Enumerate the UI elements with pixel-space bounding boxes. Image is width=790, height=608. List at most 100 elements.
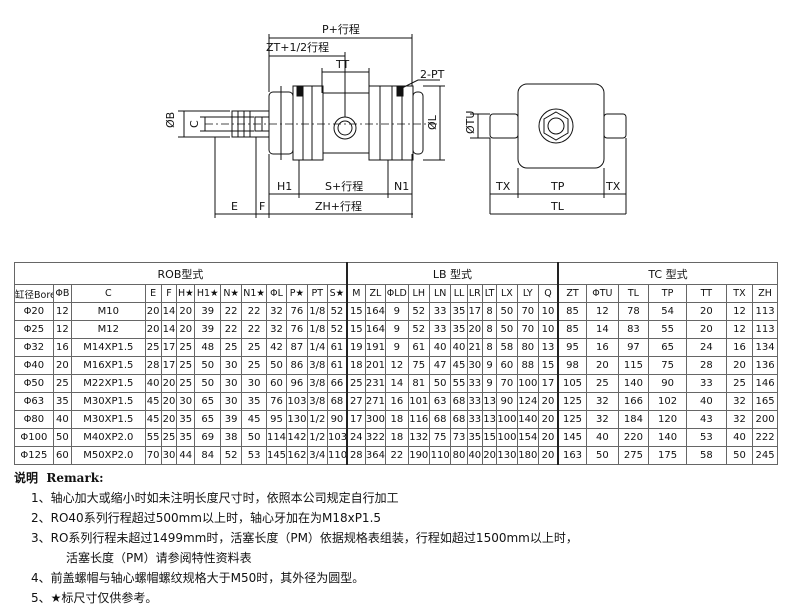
column-header: H1★ xyxy=(194,284,221,303)
table-cell: 16 xyxy=(385,392,409,411)
column-header: H★ xyxy=(176,284,196,303)
table-cell: 120 xyxy=(648,410,687,429)
table-cell: 40 xyxy=(685,392,727,411)
table-cell: 39 xyxy=(219,410,243,429)
table-cell: 20 xyxy=(160,392,178,411)
table-cell: 76 xyxy=(265,392,288,411)
table-cell: Φ25 xyxy=(14,320,54,339)
table-cell: 32 xyxy=(265,320,288,339)
table-cell: 16 xyxy=(725,338,754,357)
table-cell: 32 xyxy=(725,410,754,429)
table-cell: 35 xyxy=(176,428,196,447)
table-cell: 125 xyxy=(557,410,588,429)
table-cell: 50 xyxy=(194,356,221,375)
column-header: LL xyxy=(450,284,468,303)
column-header: N★ xyxy=(219,284,243,303)
table-cell: 30 xyxy=(219,374,243,393)
table-cell: 101 xyxy=(407,392,430,411)
table-cell: 16 xyxy=(52,338,73,357)
table-cell: 40 xyxy=(466,446,483,465)
table-cell: 15 xyxy=(538,356,559,375)
table-cell: 40 xyxy=(586,428,619,447)
table-cell: 52 xyxy=(326,320,348,339)
label-e: E xyxy=(231,200,238,213)
table-cell: 95 xyxy=(265,410,288,429)
table-cell: 20 xyxy=(538,410,559,429)
group-lb: LB 型式 xyxy=(345,262,559,285)
label-2pt: 2-PT xyxy=(420,68,445,81)
column-header: ΦL xyxy=(265,284,288,303)
table-cell: 50 xyxy=(725,446,754,465)
table-cell: 33 xyxy=(685,374,727,393)
table-cell: 20 xyxy=(160,410,178,429)
table-cell: Φ125 xyxy=(14,446,54,465)
table-cell: 35 xyxy=(241,392,267,411)
table-cell: 21 xyxy=(466,338,483,357)
table-cell: 222 xyxy=(752,428,778,447)
table-cell: 43 xyxy=(685,410,727,429)
table-cell: 53 xyxy=(241,446,267,465)
table-cell: 40 xyxy=(725,428,754,447)
table-cell: 25 xyxy=(176,356,196,375)
table-cell: 60 xyxy=(52,446,73,465)
table-cell: M14XP1.5 xyxy=(71,338,146,357)
table-cell: 18 xyxy=(385,428,409,447)
table-cell: 145 xyxy=(265,446,288,465)
table-cell: 39 xyxy=(194,320,221,339)
table-cell: 28 xyxy=(685,356,727,375)
table-cell: 58 xyxy=(685,446,727,465)
table-cell: 191 xyxy=(364,338,387,357)
label-tx-right: TX xyxy=(605,180,621,193)
table-cell: 68 xyxy=(428,410,452,429)
table-cell: 114 xyxy=(265,428,288,447)
table-cell: 20 xyxy=(176,302,196,321)
table-cell: 124 xyxy=(516,392,540,411)
table-group-header: ROB型式 LB 型式 TC 型式 xyxy=(13,262,778,285)
table-cell: M40XP2.0 xyxy=(71,428,146,447)
table-cell: 48 xyxy=(194,338,221,357)
table-cell: 145 xyxy=(557,428,588,447)
table-cell: 24 xyxy=(345,428,366,447)
table-cell: 90 xyxy=(648,374,687,393)
table-cell: 22 xyxy=(241,320,267,339)
table-cell: 35 xyxy=(466,428,483,447)
label-phi-tu: ØTU xyxy=(464,111,477,134)
table-cell: 40 xyxy=(428,338,452,357)
table-cell: 52 xyxy=(219,446,243,465)
table-cell: 8 xyxy=(481,302,498,321)
group-rob: ROB型式 xyxy=(13,262,348,285)
table-cell: 113 xyxy=(752,302,778,321)
table-cell: 12 xyxy=(52,320,73,339)
table-cell: 40 xyxy=(144,374,162,393)
table-cell: 39 xyxy=(194,302,221,321)
table-cell: 84 xyxy=(194,446,221,465)
table-cell: M30XP1.5 xyxy=(71,410,146,429)
table-cell: 38 xyxy=(219,428,243,447)
table-cell: 8 xyxy=(481,338,498,357)
table-cell: 70 xyxy=(496,374,518,393)
column-header: ΦLD xyxy=(385,284,409,303)
table-cell: 80 xyxy=(516,338,540,357)
table-cell: 32 xyxy=(586,392,619,411)
column-header: 缸径Bore xyxy=(14,284,54,303)
table-cell: 220 xyxy=(617,428,650,447)
column-header: M xyxy=(345,284,366,303)
notes-title-cn: 说明 xyxy=(14,471,39,485)
note-item-5: 5、★标尺寸仅供参考。 xyxy=(31,591,158,605)
table-cell: 116 xyxy=(407,410,430,429)
table-cell: 184 xyxy=(617,410,650,429)
table-cell: 17 xyxy=(466,302,483,321)
table-cell: 30 xyxy=(160,446,178,465)
table-cell: 3/8 xyxy=(306,356,328,375)
table-cell: 9 xyxy=(481,356,498,375)
table-cell: 85 xyxy=(557,302,588,321)
table-cell: 75 xyxy=(648,356,687,375)
label-f: F xyxy=(259,200,265,213)
table-cell: 25 xyxy=(241,338,267,357)
table-cell: 20 xyxy=(538,392,559,411)
column-header: TL xyxy=(617,284,650,303)
table-cell: 40 xyxy=(52,410,73,429)
column-header: ΦTU xyxy=(586,284,619,303)
